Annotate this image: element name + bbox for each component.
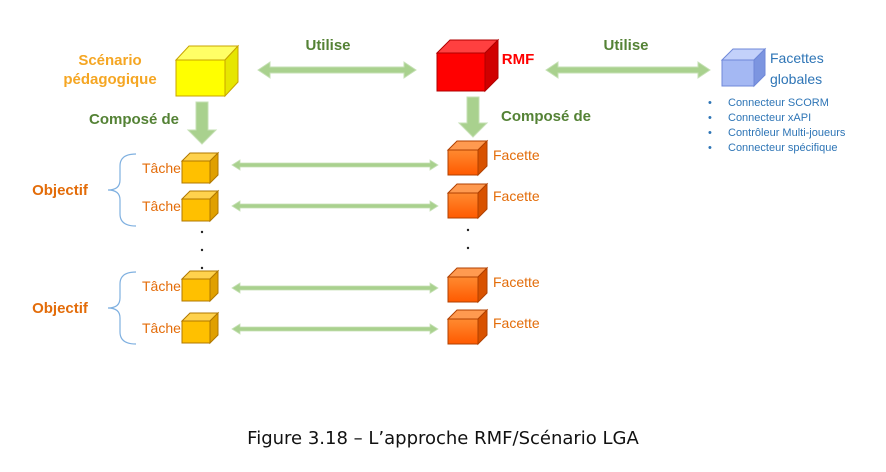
tache-cube bbox=[180, 189, 220, 223]
objectif-brace-1 bbox=[107, 153, 137, 227]
svg-text:•: • bbox=[708, 97, 712, 109]
utilise-arrow-right bbox=[545, 61, 711, 79]
link-arrow bbox=[231, 282, 439, 294]
facette-label: Facette bbox=[493, 147, 540, 163]
facettes-globales-line1: Facettes bbox=[770, 50, 824, 66]
facette-cube bbox=[446, 182, 489, 220]
compose-arrow-right bbox=[457, 96, 489, 138]
connector-item: Connecteur SCORM bbox=[728, 97, 829, 109]
rmf-label: RMF bbox=[502, 51, 535, 68]
facette-label: Facette bbox=[493, 274, 540, 290]
global-facets-cube bbox=[720, 47, 767, 88]
compose-label-right: Composé de bbox=[501, 108, 591, 125]
connector-item: Connecteur xAPI bbox=[728, 112, 811, 124]
connector-item: Connecteur spécifique bbox=[728, 142, 837, 154]
link-arrow bbox=[231, 159, 439, 171]
scenario-label-line2: pédagogique bbox=[63, 71, 156, 88]
tache-label: Tâche bbox=[142, 278, 181, 294]
figure-caption: Figure 3.18 – L’approche RMF/Scénario LG… bbox=[247, 428, 639, 449]
connector-list: • Connecteur SCORM • Connecteur xAPI • Cont… bbox=[708, 97, 846, 154]
connector-item: Contrôleur Multi-joueurs bbox=[728, 127, 846, 139]
tache-label: Tâche bbox=[142, 320, 181, 336]
facette-cube bbox=[446, 308, 489, 346]
ellipsis-left bbox=[200, 230, 204, 270]
objectif-label-1: Objectif bbox=[32, 182, 89, 199]
tache-cube bbox=[180, 269, 220, 303]
facette-cube bbox=[446, 139, 489, 177]
facette-label: Facette bbox=[493, 315, 540, 331]
tache-label: Tâche bbox=[142, 160, 181, 176]
rmf-cube bbox=[435, 38, 500, 93]
utilise-arrow-left bbox=[257, 61, 417, 79]
scenario-cube bbox=[174, 44, 240, 98]
utilise-label-left: Utilise bbox=[305, 37, 350, 54]
tache-cube bbox=[180, 311, 220, 345]
objectif-label-2: Objectif bbox=[32, 300, 89, 317]
utilise-label-right: Utilise bbox=[603, 37, 648, 54]
svg-text:•: • bbox=[708, 112, 712, 124]
compose-arrow-left bbox=[186, 101, 218, 145]
link-arrow bbox=[231, 200, 439, 212]
svg-text:•: • bbox=[708, 127, 712, 139]
link-arrow bbox=[231, 323, 439, 335]
tache-cube bbox=[180, 151, 220, 185]
svg-text:•: • bbox=[708, 142, 712, 154]
facette-cube bbox=[446, 266, 489, 304]
facettes-globales-line2: globales bbox=[770, 71, 822, 87]
scenario-label-line1: Scénario bbox=[78, 52, 141, 69]
objectif-brace-2 bbox=[107, 271, 137, 345]
compose-label-left: Composé de bbox=[89, 111, 179, 128]
tache-label: Tâche bbox=[142, 198, 181, 214]
ellipsis-right bbox=[466, 228, 470, 250]
facette-label: Facette bbox=[493, 188, 540, 204]
